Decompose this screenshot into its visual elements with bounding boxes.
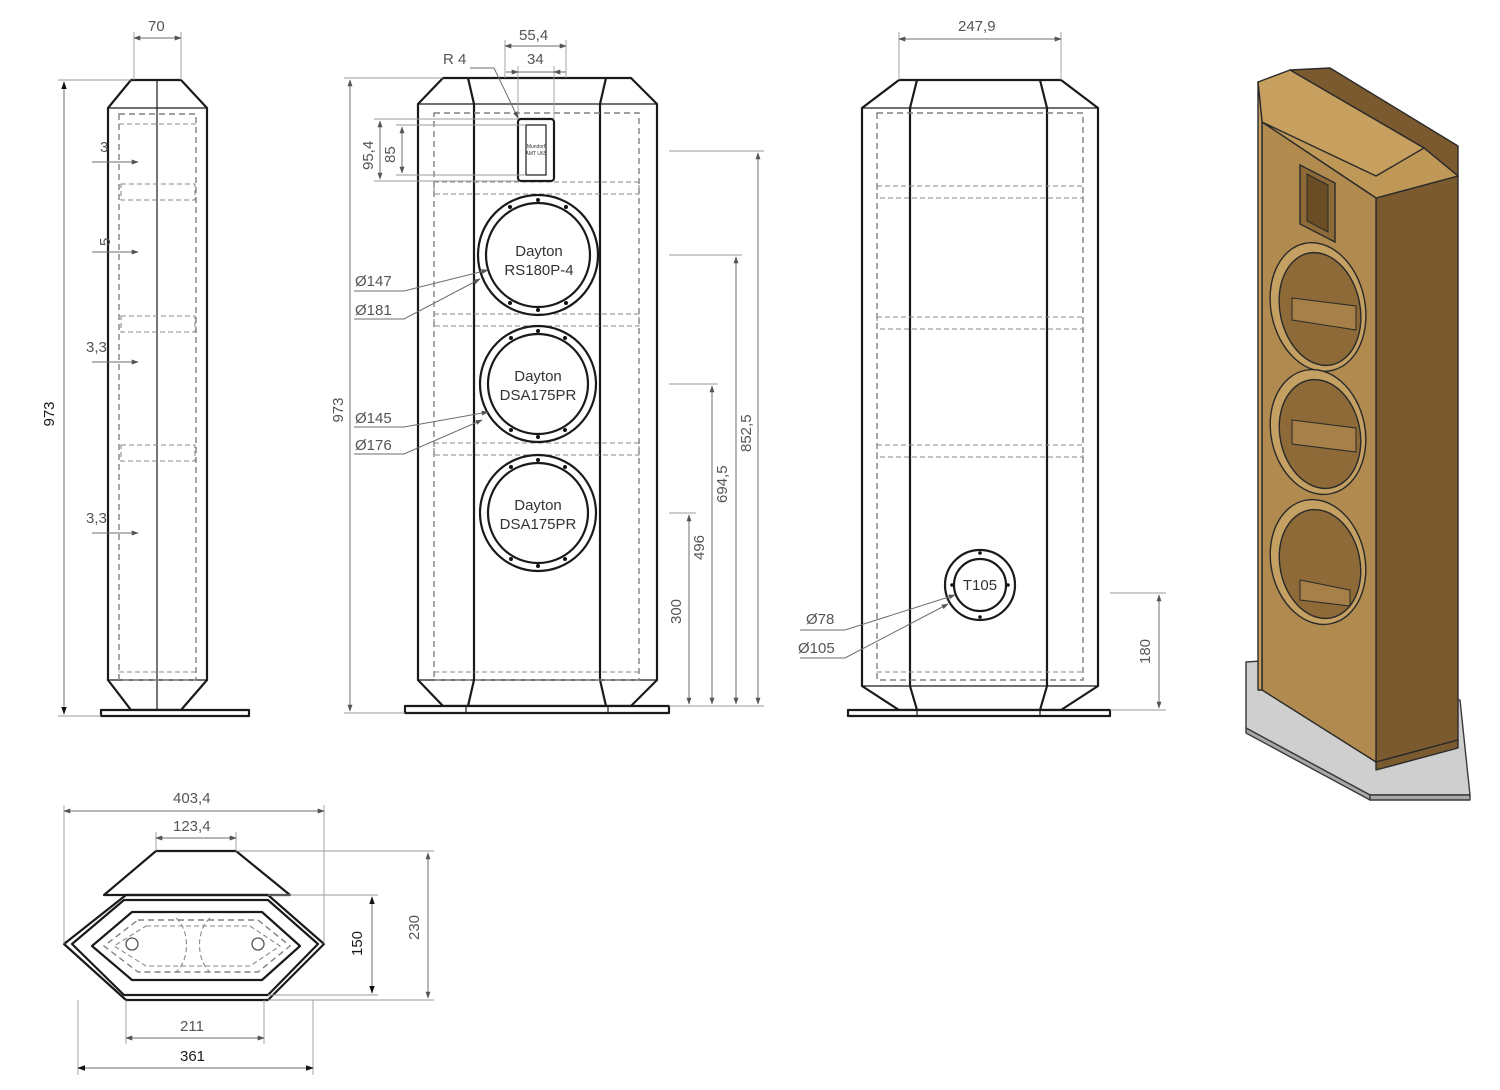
cabinet-3d-render xyxy=(1245,67,1471,801)
driver-passive-1: Dayton DSA175PR xyxy=(478,324,598,444)
side-view: 70 973 3 5 3,3 3,3 xyxy=(41,18,251,718)
tweeter-label-line1: Mundorf xyxy=(527,144,546,150)
height-tweeter-label: 852,5 xyxy=(738,414,755,452)
cabinet-front-edge xyxy=(1257,81,1263,691)
front-top-width-label: 55,4 xyxy=(519,27,548,44)
driver-1-model: RS180P-4 xyxy=(504,262,573,279)
top-base-width-label: 361 xyxy=(180,1048,205,1065)
side-height-dimension: 973 xyxy=(41,79,131,717)
driver-diameter-callouts: Ø147 Ø181 Ø145 Ø176 xyxy=(354,269,489,455)
render-driver-hole-2 xyxy=(1269,368,1367,496)
bass-reflex-port: T105 xyxy=(943,548,1017,622)
top-view: 403,4 123,4 211 361 150 230 xyxy=(62,790,434,1075)
front-view-hidden-lines xyxy=(433,112,640,681)
port-height-dimension: 180 xyxy=(1110,592,1166,711)
tweeter-slot-inner-label: 85 xyxy=(382,146,399,163)
driver-2-model: DSA175PR xyxy=(500,387,577,404)
side-panel-dimensions: 3 5 3,3 3,3 xyxy=(86,139,139,536)
driver-1-cutout-label: Ø147 xyxy=(355,273,392,290)
back-view-hidden-lines xyxy=(876,112,1084,681)
side-brace-gap-1-label: 3,3 xyxy=(86,339,107,356)
front-top-dimensions: 55,4 34 R 4 xyxy=(443,27,567,119)
side-brace-gap-2-label: 3,3 xyxy=(86,510,107,527)
top-width-dimensions: 403,4 123,4 211 361 xyxy=(63,790,325,1075)
side-view-outline xyxy=(99,78,251,718)
back-width-label: 247,9 xyxy=(958,18,996,35)
cabinet-side-panel xyxy=(1375,175,1459,763)
port-inner-label: Ø78 xyxy=(806,611,834,628)
back-width-dimension: 247,9 xyxy=(898,18,1062,80)
side-view-hidden-lines xyxy=(118,113,197,681)
driver-2-brand: Dayton xyxy=(514,368,562,385)
front-view: Mundorf AMT U65 Dayton RS180P-4 Dayton D… xyxy=(330,27,764,715)
driver-passive-2: Dayton DSA175PR xyxy=(478,453,598,573)
port-diameter-callouts: Ø78 Ø105 xyxy=(798,594,956,659)
driver-woofer-1: Dayton RS180P-4 xyxy=(476,193,600,317)
render-driver-hole-3 xyxy=(1269,498,1367,626)
top-depth-dimensions: 150 230 xyxy=(236,850,434,1001)
side-panel-5-label: 5 xyxy=(97,238,114,246)
height-passive-2-label: 300 xyxy=(668,599,685,624)
port-outer-label: Ø105 xyxy=(798,640,835,657)
front-height-label: 973 xyxy=(330,397,347,422)
render-driver-hole-1 xyxy=(1269,241,1367,373)
height-passive-1-label: 496 xyxy=(691,535,708,560)
top-outer-depth-label: 230 xyxy=(406,915,423,940)
driver-3-brand: Dayton xyxy=(514,497,562,514)
port-height-label: 180 xyxy=(1137,639,1154,664)
top-outer-width-label: 403,4 xyxy=(173,790,211,807)
tweeter-slot-outer-label: 95,4 xyxy=(360,141,377,170)
tweeter-label-line2: AMT U65 xyxy=(525,151,546,157)
front-height-chain: 852,5 694,5 496 300 xyxy=(668,150,764,707)
side-width-label: 70 xyxy=(148,18,165,35)
tweeter-slot-dimensions: 95,4 85 xyxy=(360,118,526,182)
tweeter-width-label: 34 xyxy=(527,51,544,68)
top-front-width-label: 123,4 xyxy=(173,818,211,835)
driver-2-cutout-label: Ø145 xyxy=(355,410,392,427)
driver-1-flange-label: Ø181 xyxy=(355,302,392,319)
front-height-dimension: 973 xyxy=(330,77,443,714)
back-view: T105 247,9 Ø78 Ø105 180 xyxy=(798,18,1166,718)
side-panel-3-label: 3 xyxy=(100,139,108,156)
corner-radius-label: R 4 xyxy=(443,51,466,68)
driver-1-brand: Dayton xyxy=(515,243,563,260)
height-woofer-label: 694,5 xyxy=(714,465,731,503)
port-label: T105 xyxy=(963,577,997,594)
top-view-hidden-lines xyxy=(102,917,292,973)
top-inner-width-label: 211 xyxy=(180,1018,204,1035)
back-view-outline xyxy=(846,78,1112,718)
driver-2-flange-label: Ø176 xyxy=(355,437,392,454)
side-height-label: 973 xyxy=(41,401,58,426)
cabinet-bottom xyxy=(1375,739,1459,771)
top-inner-depth-label: 150 xyxy=(349,931,366,956)
side-width-dimension: 70 xyxy=(133,18,182,80)
tweeter: Mundorf AMT U65 xyxy=(516,117,556,183)
driver-3-model: DSA175PR xyxy=(500,516,577,533)
plinth-side xyxy=(1369,794,1471,801)
